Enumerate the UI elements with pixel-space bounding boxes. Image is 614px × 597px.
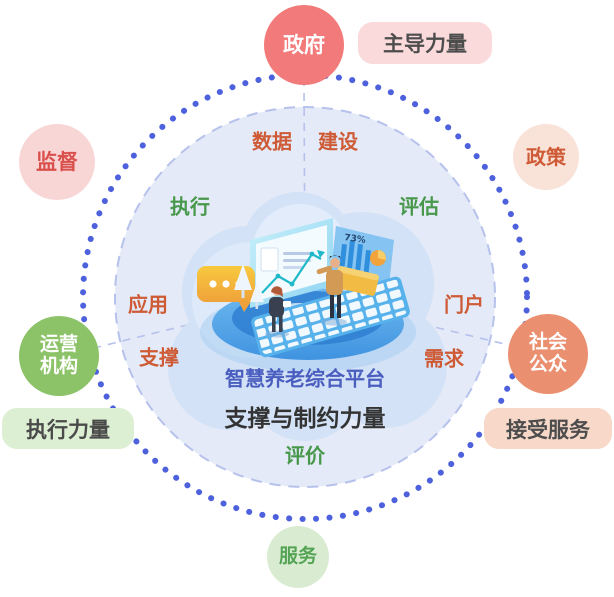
node-supervision: 监督 bbox=[19, 124, 95, 200]
node-public-line1: 社会 bbox=[528, 331, 567, 354]
dotted-ring bbox=[80, 72, 530, 522]
node-operator: 运营 机构 bbox=[19, 316, 99, 396]
label-execute: 执行 bbox=[170, 194, 210, 219]
label-portal: 门户 bbox=[444, 292, 484, 317]
pie-chart-icon bbox=[370, 250, 386, 266]
person-icon bbox=[265, 286, 291, 338]
node-policy: 政策 bbox=[513, 124, 579, 190]
pill-leading-force: 主导力量 bbox=[358, 22, 492, 64]
platform-title: 智慧养老综合平台 bbox=[225, 366, 385, 391]
label-demand: 需求 bbox=[424, 346, 464, 371]
label-evaluation: 评价 bbox=[285, 443, 325, 468]
node-government-label: 政府 bbox=[283, 32, 325, 57]
label-construction: 建设 bbox=[318, 129, 358, 154]
person-icon bbox=[316, 255, 347, 326]
pill-executive-force: 执行力量 bbox=[2, 408, 134, 449]
cloud-illustration: 73% bbox=[168, 192, 447, 441]
tablet-icon bbox=[334, 266, 379, 296]
node-operator-line2: 机构 bbox=[39, 355, 78, 377]
label-support: 支撑 bbox=[139, 345, 179, 370]
pill-leading-force-label: 主导力量 bbox=[383, 32, 467, 56]
node-public: 社会 公众 bbox=[508, 314, 588, 394]
pill-receive-service-label: 接受服务 bbox=[506, 417, 590, 442]
label-evaluate: 评估 bbox=[399, 194, 439, 219]
center-force-label: 支撑与制约力量 bbox=[224, 406, 386, 432]
pill-receive-service: 接受服务 bbox=[484, 408, 612, 449]
node-service-label: 服务 bbox=[278, 545, 317, 568]
tree-icon bbox=[234, 264, 264, 309]
percent-label: 73% bbox=[344, 233, 367, 246]
node-public-line2: 公众 bbox=[528, 353, 567, 375]
node-policy-label: 政策 bbox=[526, 144, 566, 169]
node-government: 政府 bbox=[264, 5, 344, 85]
label-application: 应用 bbox=[128, 292, 168, 317]
label-data: 数据 bbox=[252, 129, 292, 154]
pill-executive-force-label: 执行力量 bbox=[26, 417, 110, 442]
node-service: 服务 bbox=[267, 526, 329, 588]
node-supervision-label: 监督 bbox=[36, 149, 78, 174]
node-operator-line1: 运营 bbox=[39, 333, 78, 356]
